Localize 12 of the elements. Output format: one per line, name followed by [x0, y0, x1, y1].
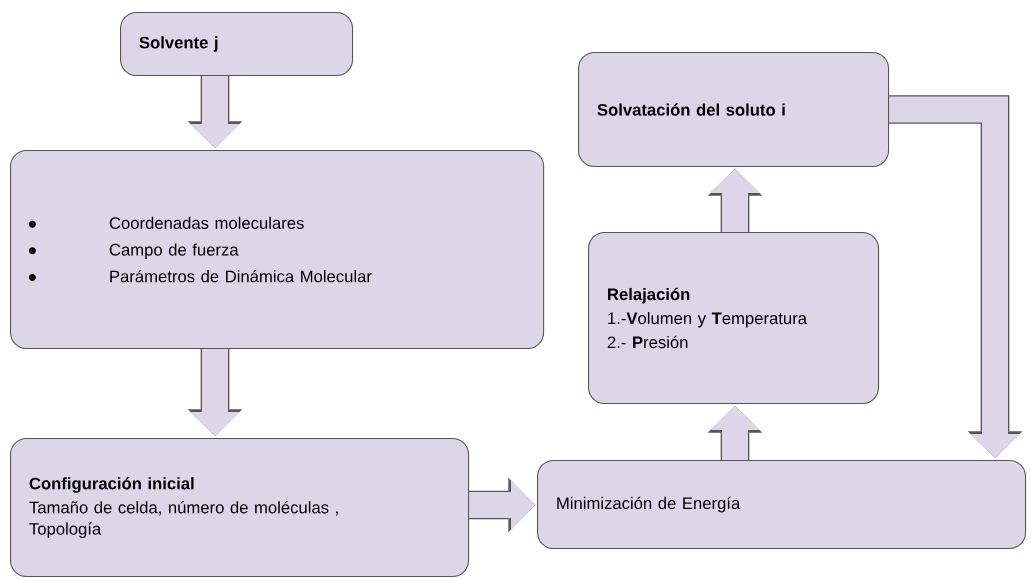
process-box: Relajación 1.-Volumen y Temperatura 2.- Presión: [588, 232, 880, 404]
block-arrow: [707, 169, 763, 232]
process-box: Minimización de Energía: [537, 460, 1027, 550]
block-arrow: [187, 76, 243, 148]
process-box: Configuración inicial Tamaño de celda, número de moléculas , Topología: [10, 438, 470, 578]
block-arrow: [889, 95, 1023, 458]
process-box: Solvatación del soluto i: [578, 52, 890, 168]
block-arrow: [469, 477, 535, 533]
block-arrow: [707, 406, 763, 460]
process-box: Solvente j: [120, 12, 354, 76]
block-arrow: [187, 349, 243, 436]
process-box: Coordenadas moleculares Campo de fuerza Parámetros de Dinámica Molecular: [10, 150, 545, 350]
